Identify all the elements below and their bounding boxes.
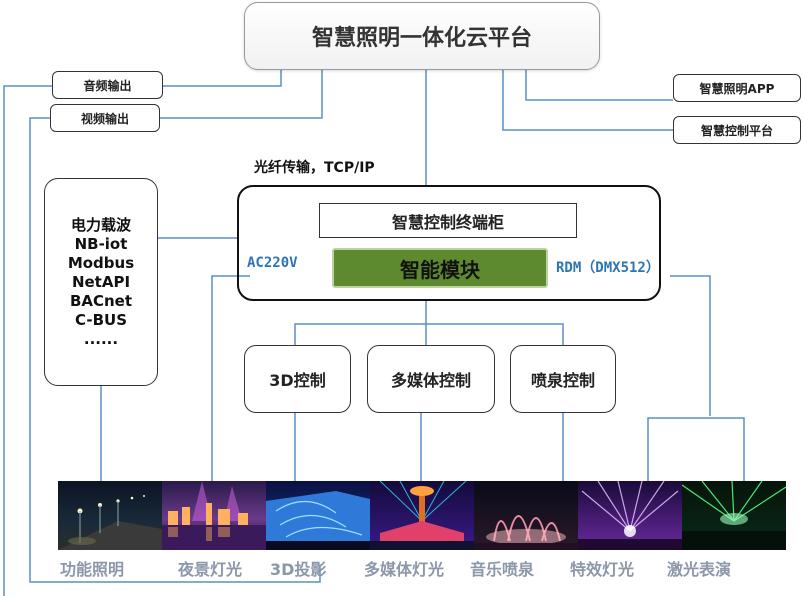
audio-output-label: 音频输出 (83, 78, 132, 93)
photo-night-scene (162, 481, 266, 550)
control-multimedia-label: 多媒体控制 (390, 371, 471, 390)
cloud-platform-box: 智慧照明一体化云平台 (244, 2, 600, 70)
lighting-app-label: 智慧照明APP (699, 81, 775, 96)
control-3d-label: 3D控制 (269, 371, 326, 390)
app-label-multimedia-lighting: 多媒体灯光 (364, 560, 445, 579)
control-platform-box: 智慧控制平台 (673, 116, 801, 144)
control-platform-label: 智慧控制平台 (700, 123, 773, 138)
audio-output-box: 音频输出 (52, 71, 163, 99)
terminal-cabinet-box: 智慧控制终端柜 (319, 203, 577, 238)
photo-effect-lighting (578, 481, 682, 550)
app-label-night-scene: 夜景灯光 (178, 560, 243, 579)
protocol-item: NetAPI (71, 272, 131, 291)
app-label-laser-show: 激光表演 (667, 560, 732, 579)
terminal-container (237, 185, 661, 301)
terminal-cabinet-label: 智慧控制终端柜 (391, 212, 504, 232)
photo-functional-lighting (58, 481, 162, 550)
protocol-item: C-BUS (75, 310, 127, 329)
app-label-3d-projection: 3D投影 (270, 560, 327, 579)
video-output-box: 视频输出 (50, 104, 160, 132)
photo-music-fountain (474, 481, 578, 550)
lighting-app-box: 智慧照明APP (673, 74, 801, 102)
rdm-label: RDM（DMX512） (556, 260, 660, 276)
ac220v-label: AC220V (247, 255, 298, 271)
smart-module-label: 智能模块 (400, 257, 480, 282)
photo-3d-projection (266, 481, 370, 550)
protocol-item: 电力载波 (70, 215, 131, 234)
protocol-item: Modbus (67, 253, 135, 272)
transport-caption: 光纤传输，TCP/IP (254, 160, 375, 176)
app-label-music-fountain: 音乐喷泉 (470, 560, 535, 579)
photo-laser-show (682, 481, 786, 550)
control-fountain-label: 喷泉控制 (530, 371, 595, 390)
smart-module-box: 智能模块 (332, 248, 548, 288)
photo-multimedia-lighting (370, 481, 474, 550)
protocol-item: ...... (83, 329, 119, 348)
control-multimedia-box: 多媒体控制 (367, 345, 495, 413)
protocol-panel: 电力载波 NB-iot Modbus NetAPI BACnet C-BUS .… (44, 178, 158, 386)
video-output-label: 视频输出 (80, 111, 129, 126)
protocol-item: NB-iot (74, 234, 128, 253)
control-3d-box: 3D控制 (244, 345, 351, 413)
control-fountain-box: 喷泉控制 (510, 345, 616, 413)
protocol-item: BACnet (69, 291, 133, 310)
app-label-functional-lighting: 功能照明 (60, 560, 125, 579)
cloud-platform-title: 智慧照明一体化云平台 (311, 26, 532, 51)
app-label-effect-lighting: 特效灯光 (570, 560, 635, 579)
